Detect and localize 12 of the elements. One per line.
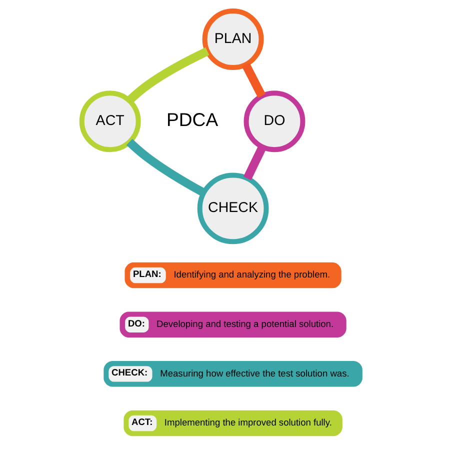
node-text: PDCA [166, 108, 218, 130]
node-box: DO: Developing and testing a potential solution. [120, 312, 346, 338]
node-box: CHECK: Measuring how effective the test solution was. [104, 361, 362, 387]
connector [243, 145, 266, 180]
node-circle: ACT [79, 90, 141, 152]
connector [126, 47, 210, 104]
node-box: ACT: Implementing the improved solution fully. [124, 410, 342, 436]
node-circle: DO [244, 90, 306, 152]
node-box: PLAN: Identifying and analyzing the problem. [124, 262, 342, 288]
node-circle: PLAN [202, 8, 264, 70]
connector [126, 138, 206, 196]
node-circle: CHECK [197, 172, 269, 244]
